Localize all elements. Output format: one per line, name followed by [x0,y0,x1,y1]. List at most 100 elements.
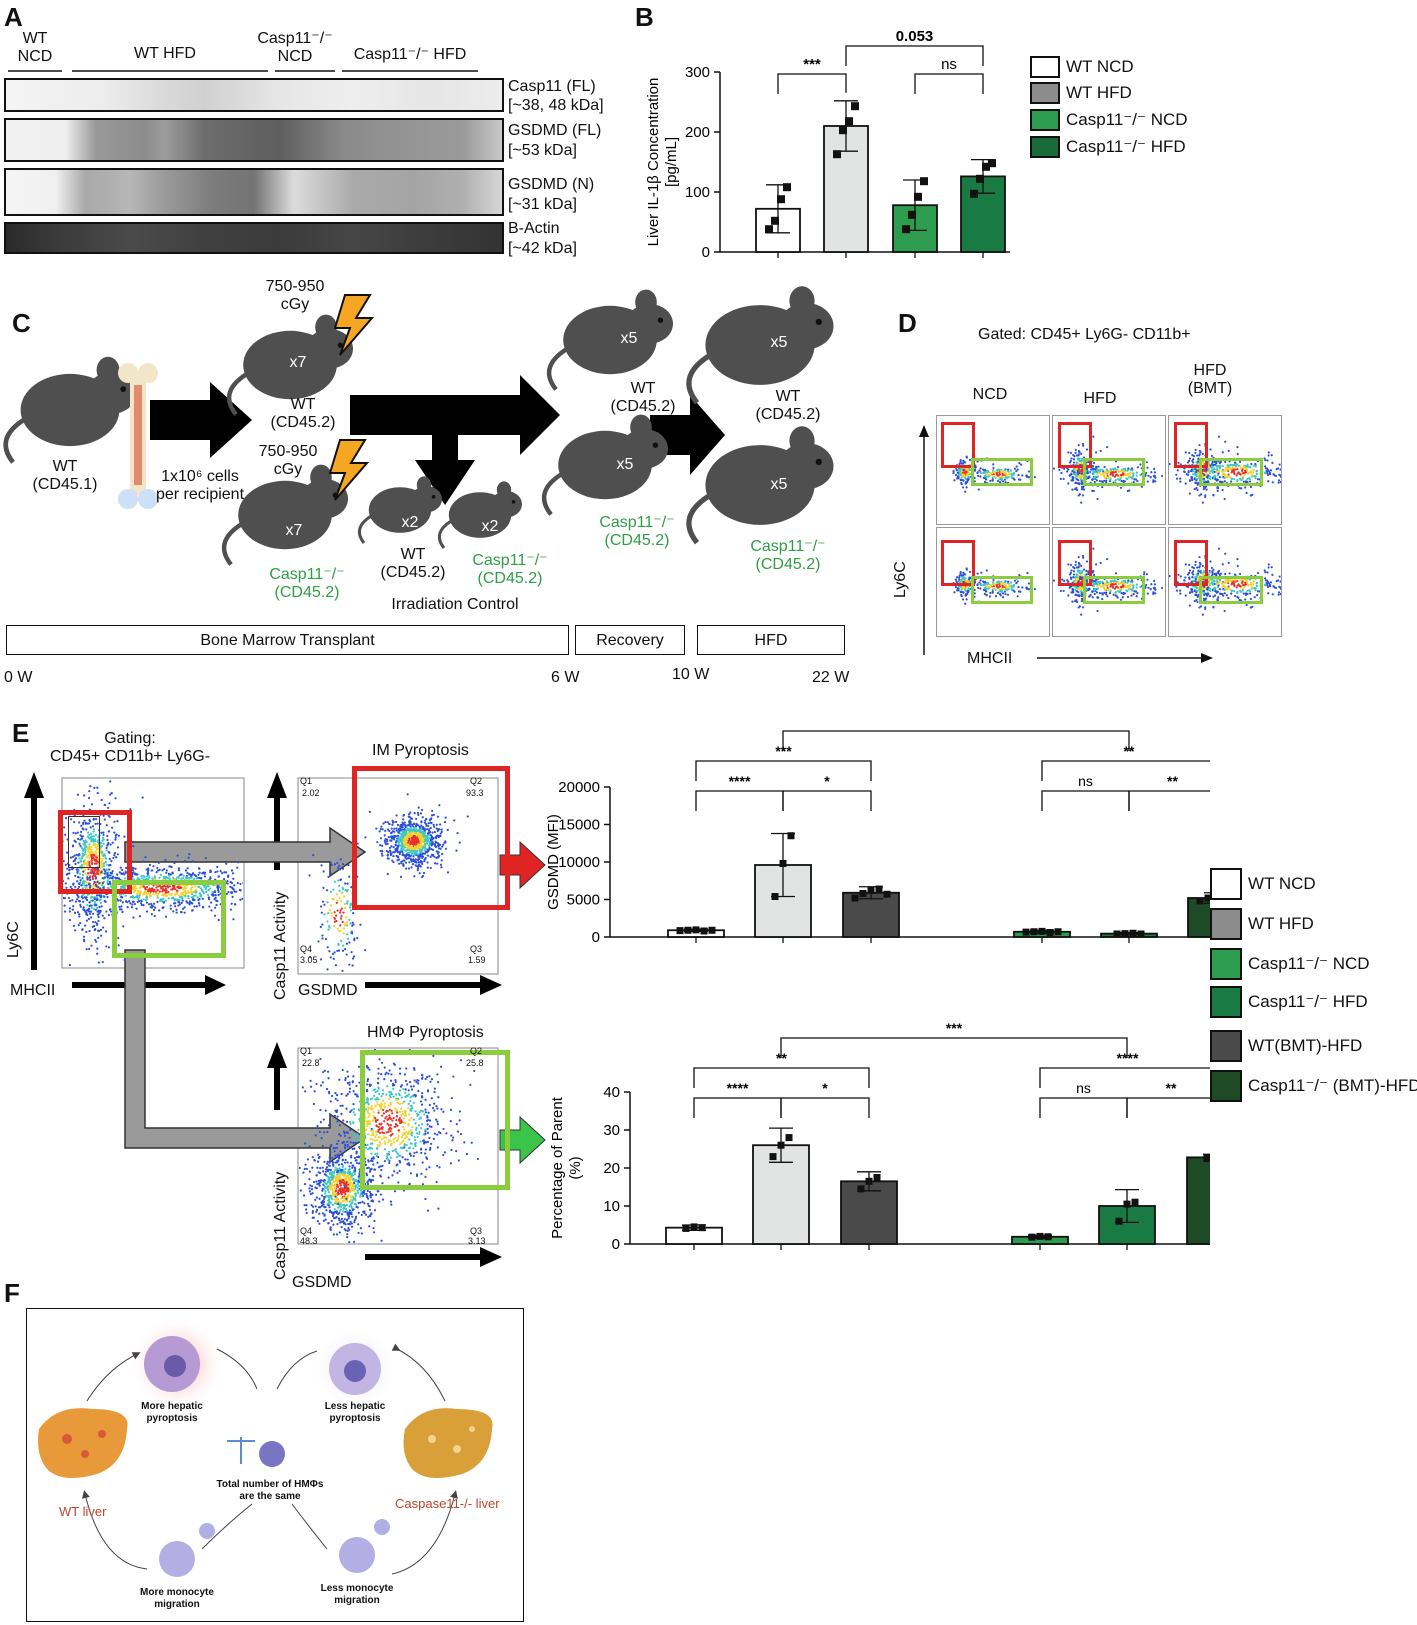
event-dot [416,869,419,872]
event-dot [113,854,116,857]
event-dot [1255,472,1258,476]
event-dot [380,825,383,828]
panel-label-e: E [12,718,30,748]
event-dot [993,588,996,591]
event-dot [87,850,90,853]
event-dot [109,910,113,913]
event-dot [1075,586,1078,589]
event-dot [156,894,159,897]
event-dot [1269,469,1273,472]
event-dot [74,885,77,888]
event-dot [375,827,378,830]
event-dot [381,854,384,857]
event-dot [83,940,86,943]
event-dot [1071,470,1074,473]
event-dot [407,813,411,816]
event-dot [1267,454,1270,457]
event-dot [1142,573,1146,576]
event-dot [155,892,158,895]
event-dot [102,854,105,858]
event-dot [1091,465,1095,468]
event-dot [146,872,149,875]
event-dot [983,476,987,480]
event-dot [158,909,161,912]
event-dot [129,902,132,905]
event-dot [1217,572,1220,575]
event-dot [1251,471,1255,474]
event-dot [957,588,960,591]
event-dot [1225,578,1228,581]
event-dot [1241,589,1244,592]
event-dot [1267,582,1271,585]
event-dot [71,845,75,848]
event-dot [1224,572,1227,576]
event-dot [1147,474,1150,477]
event-dot [1213,468,1216,471]
event-dot [1188,451,1191,455]
event-dot [1016,468,1019,471]
event-dot [1211,460,1214,464]
event-dot [106,844,109,847]
event-dot [992,583,995,586]
event-dot [1240,487,1243,490]
event-dot [1207,468,1210,471]
event-dot [1207,474,1210,477]
event-dot [1127,584,1130,587]
week-0: 0 W [4,669,33,686]
event-dot [1062,477,1065,481]
event-dot [1280,480,1281,483]
event-dot [80,830,83,833]
event-dot [92,818,95,821]
event-dot [84,821,87,824]
event-dot [1096,497,1099,501]
event-dot [237,861,240,864]
event-dot [957,468,960,471]
event-dot [1112,593,1115,596]
event-dot [129,808,132,811]
event-dot [977,474,980,477]
event-dot [983,592,986,596]
event-dot [1221,464,1224,468]
event-dot [1016,595,1019,598]
event-dot [1199,570,1202,573]
event-dot [187,897,190,900]
event-dot [1242,480,1245,483]
event-dot [91,861,94,865]
event-dot [136,892,139,896]
event-dot [960,481,963,485]
event-dot [87,907,91,910]
event-dot [94,833,97,836]
y-tick-label: 200 [685,124,710,141]
event-dot [160,887,163,890]
event-dot [1238,460,1242,464]
event-dot [77,924,80,927]
event-dot [1240,469,1244,473]
event-dot [995,584,998,587]
event-dot [1013,467,1017,470]
event-dot [1242,465,1246,468]
event-dot [965,468,968,471]
event-dot [74,857,78,860]
event-dot [982,581,986,584]
event-dot [1108,582,1111,586]
event-dot [433,830,436,834]
event-dot [81,852,84,855]
event-dot [1224,460,1227,464]
event-dot [95,940,98,943]
event-dot [1027,582,1031,585]
event-dot [71,908,74,911]
dose-label-2: 750-950 cGy [258,443,318,479]
event-dot [121,910,124,914]
event-dot [145,901,148,904]
event-dot [1198,555,1201,559]
event-dot [214,871,217,874]
event-dot [1246,463,1249,466]
event-dot [111,826,114,829]
event-dot [1007,587,1010,591]
event-dot [1152,592,1155,595]
event-dot [1074,593,1077,596]
event-dot [1095,591,1099,594]
event-dot [140,903,143,907]
event-dot [1116,465,1120,469]
event-dot [1196,600,1199,604]
